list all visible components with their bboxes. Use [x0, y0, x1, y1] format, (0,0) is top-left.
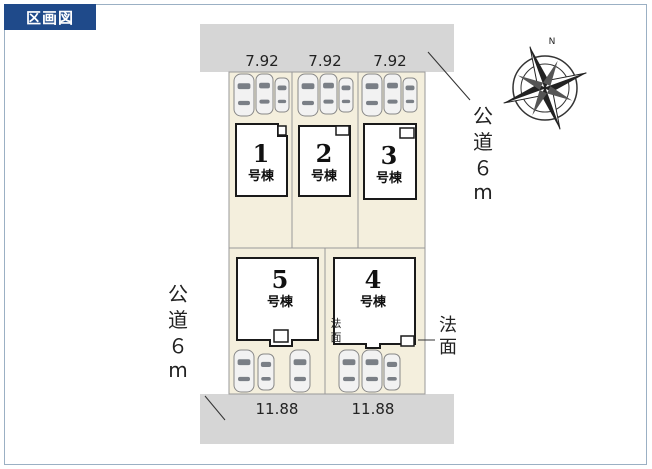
lot-suffix: 号棟 — [248, 168, 275, 184]
lot-number: 1 — [253, 139, 270, 168]
setback-label-center: 面 — [331, 331, 342, 344]
road-top — [200, 24, 454, 72]
car-icon — [274, 77, 290, 113]
frontage-label-top: 7.92 — [245, 52, 278, 70]
car-icon — [338, 349, 360, 393]
lot-number: 3 — [381, 141, 398, 170]
car-icon — [255, 73, 274, 115]
parked-cars — [233, 73, 418, 393]
lot-suffix: 号棟 — [376, 170, 403, 186]
car-icon — [319, 73, 338, 115]
lot-suffix: 号棟 — [267, 294, 294, 310]
frontage-label-top: 7.92 — [308, 52, 341, 70]
house-3: 3 号棟 — [363, 123, 417, 200]
road-label-right: 道 — [473, 130, 493, 154]
car-icon — [361, 73, 383, 117]
frontage-label-bottom: 11.88 — [256, 400, 299, 418]
car-icon — [233, 349, 255, 393]
car-icon — [257, 353, 275, 391]
road-leader-line — [204, 395, 226, 421]
lot-number: 4 — [365, 265, 382, 294]
road-label-right: 公 — [473, 104, 493, 128]
house-2: 2 号棟 — [298, 125, 351, 197]
lots-area — [228, 71, 426, 395]
lot-number: 2 — [316, 139, 333, 168]
title-tab: 区画図 — [4, 4, 96, 30]
compass-rose-icon: N — [503, 37, 587, 130]
road-bottom — [200, 394, 454, 444]
road-label-left: m — [168, 358, 187, 382]
setback-label-right: 面 — [439, 337, 457, 358]
compass-north-label: N — [549, 37, 556, 47]
house-4: 4 号棟 — [333, 257, 416, 349]
car-icon — [361, 349, 383, 393]
road-label-left: 道 — [168, 308, 188, 332]
house-5: 5 号棟 — [236, 257, 319, 347]
frontage-label-top: 7.92 — [373, 52, 406, 70]
road-label-right: m — [473, 180, 492, 204]
road-label-left: 公 — [168, 282, 188, 306]
setback-label-center: 法 — [331, 316, 342, 330]
car-icon — [383, 353, 401, 391]
frontage-label-bottom: 11.88 — [352, 400, 395, 418]
car-icon — [338, 77, 354, 113]
house-1: 1 号棟 — [235, 123, 288, 197]
road-label-left: ６ — [168, 334, 188, 358]
car-icon — [297, 73, 319, 117]
setback-label-right: 法 — [439, 315, 457, 336]
road-leader-line — [427, 51, 471, 101]
lot-suffix: 号棟 — [360, 294, 387, 310]
car-icon — [233, 73, 255, 117]
page-title: 区画図 — [25, 8, 74, 27]
lot-suffix: 号棟 — [311, 168, 338, 184]
car-icon — [383, 73, 402, 115]
car-icon — [289, 349, 311, 393]
car-icon — [402, 77, 418, 113]
lot-number: 5 — [272, 265, 289, 294]
road-label-right: ６ — [473, 156, 493, 180]
